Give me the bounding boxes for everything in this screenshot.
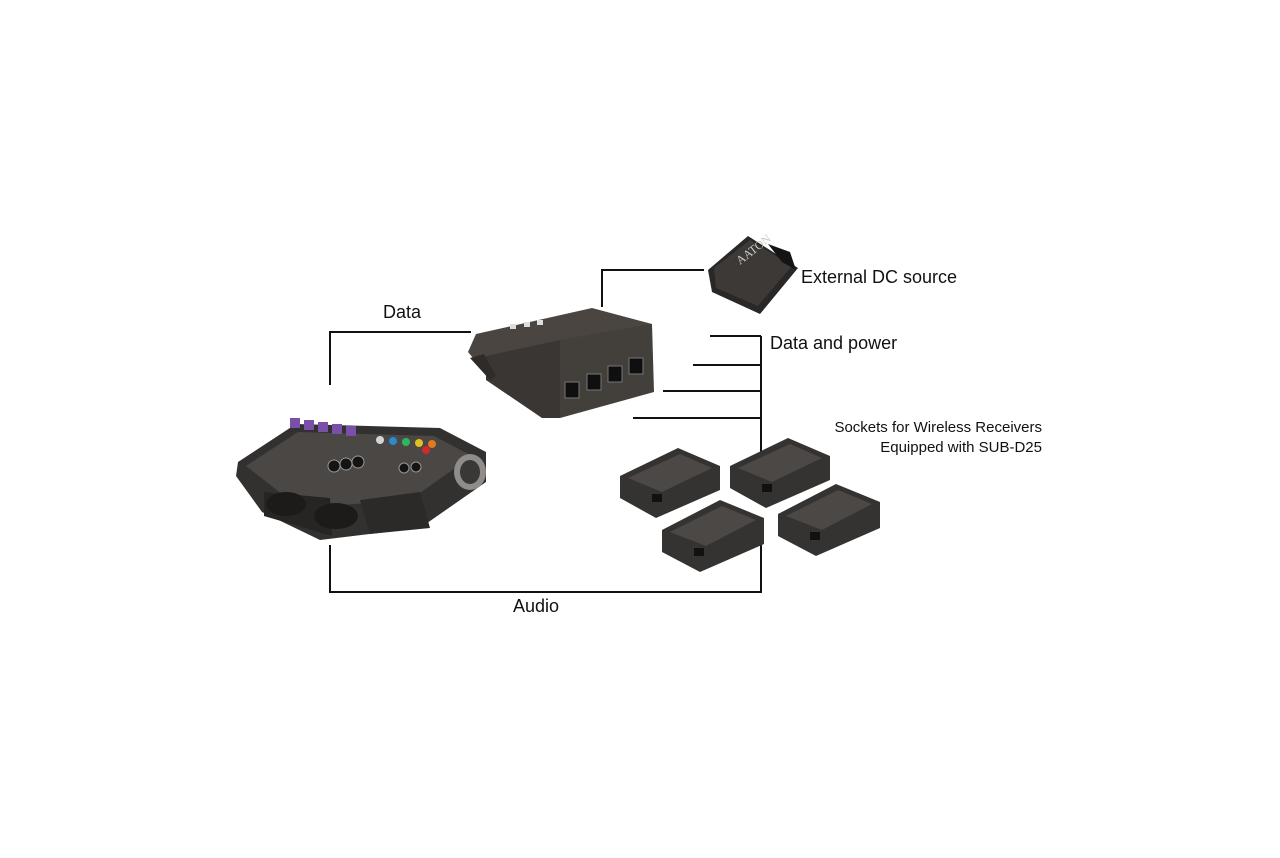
label-audio: Audio [513,596,560,616]
label-sockets: Sockets for Wireless Receivers Equipped … [834,418,1042,458]
label-sockets-line1: Sockets for Wireless Receivers [834,419,1042,436]
hub-ports [564,357,644,399]
label-data: Data [383,302,422,322]
audio-line [329,540,762,593]
mixer-knobs [290,418,436,454]
battery-device: AATON [708,231,798,314]
data-line [329,331,471,385]
label-external-dc-source: External DC source [801,267,958,287]
receiver-socket-1 [620,448,720,518]
mixer-connectors [327,455,422,474]
label-sockets-line2: Equipped with SUB-D25 [880,439,1042,456]
receiver-socket-3 [662,500,764,572]
label-data-and-power: Data and power [770,333,898,353]
connection-lines [329,269,762,593]
hub-device [468,308,654,418]
mixer-device [236,418,486,540]
receiver-socket-2 [730,438,830,508]
dc-line [601,269,704,307]
receiver-socket-4 [778,484,880,556]
